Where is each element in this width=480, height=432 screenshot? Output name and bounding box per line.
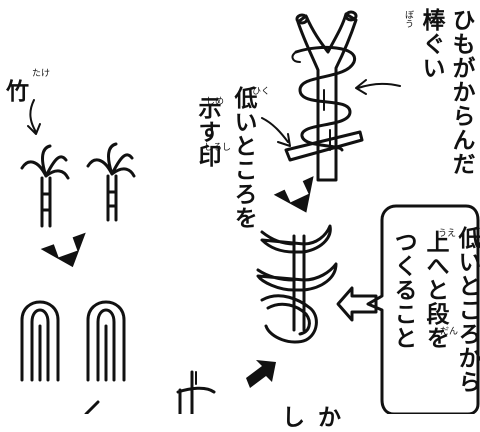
down-arrow-icon	[273, 176, 314, 213]
arch-glyph-drawing	[20, 300, 126, 382]
bamboo-ruby: たけ	[32, 69, 51, 79]
pointer-arrow-icon	[27, 99, 41, 135]
stick-label-col1: ひもがからんだ	[448, 8, 474, 176]
low-mark-label-col1: 低いところを	[230, 86, 256, 230]
steps-label-col1: 低いところから	[454, 226, 480, 394]
down-arrow-icon	[40, 232, 86, 268]
steps-ruby-1: うえ	[438, 229, 457, 239]
bamboo-label: 竹	[6, 79, 30, 105]
tied-stick-drawing	[284, 10, 401, 182]
bottom-fragment-a: し	[282, 405, 306, 431]
stick-label-col2: 棒ぐい	[418, 8, 444, 80]
low-mark-ruby-2: しめ	[206, 97, 225, 107]
illustration-canvas	[20, 10, 480, 414]
low-mark-label-col2: 示す印	[194, 96, 220, 168]
step-glyph-drawing	[256, 224, 338, 344]
bamboo-drawing	[20, 142, 136, 228]
stick-label-ruby: ぼう	[403, 10, 413, 28]
steps-label-col3: つくること	[390, 230, 416, 350]
bottom-glyph-drawing	[84, 370, 216, 414]
pointer-arrow-icon	[261, 117, 291, 147]
bottom-fragment-b: か	[318, 405, 342, 431]
steps-label-col2: 上へと段を	[422, 230, 448, 350]
low-mark-ruby-3: しるし	[204, 143, 232, 153]
down-arrow-icon	[246, 360, 276, 388]
low-mark-ruby-1: ひく	[252, 87, 271, 97]
steps-ruby-2: だん	[440, 327, 459, 337]
hollow-arrow-icon	[336, 286, 378, 322]
